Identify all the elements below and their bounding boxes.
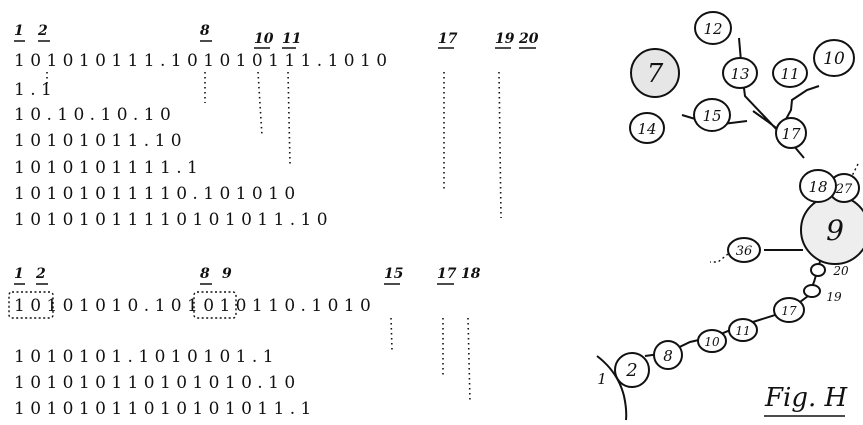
bottom-row: 1 0 1 0 1 0 1 0 . 1 0 1 0 1 0 1 1 0 . 1 … xyxy=(14,296,371,316)
top-header: 20 xyxy=(518,31,539,47)
tree-label: 27 xyxy=(835,182,853,197)
tree-node-19 xyxy=(804,285,820,297)
tree-node-20 xyxy=(811,264,825,276)
bottom-header: 2 xyxy=(35,266,46,282)
bottom-header: 9 xyxy=(222,266,232,282)
bottom-header: 17 xyxy=(437,266,457,282)
bottom-header: 1 xyxy=(14,266,24,282)
tree-label: 11 xyxy=(735,324,750,338)
top-row: 1 0 . 1 0 . 1 0 . 1 0 xyxy=(14,105,171,125)
tree-label: 10 xyxy=(704,335,720,349)
bottom-row: 1 0 1 0 1 0 1 1 0 1 0 1 0 1 0 . 1 0 xyxy=(14,373,295,393)
tree-label: 36 xyxy=(736,244,753,259)
tree-label: 19 xyxy=(826,290,842,304)
tree-label: 17 xyxy=(781,304,797,318)
top-header-underlines xyxy=(14,41,536,48)
tree-label: 8 xyxy=(663,347,673,365)
tree-label: 9 xyxy=(826,214,844,247)
tree-label: 12 xyxy=(703,20,722,38)
top-row: 1 0 1 0 1 0 1 1 1 1 0 . 1 0 1 0 1 0 xyxy=(14,184,295,204)
top-row: 1 0 1 0 1 0 1 1 . 1 0 xyxy=(14,131,182,151)
bottom-header: 18 xyxy=(461,266,481,282)
tree-label: 17 xyxy=(781,125,801,143)
bottom-binary-block: 1 2 8 9 15 17 18 1 0 1 0 1 0 1 0 . 1 0 1… xyxy=(9,266,481,419)
top-row: 1 0 1 0 1 0 1 1 1 1 . 1 xyxy=(14,158,198,178)
top-row: 1 0 1 0 1 0 1 1 1 1 0 1 0 1 0 1 1 . 1 0 xyxy=(14,210,328,230)
figure-caption-group: Fig. H xyxy=(764,383,849,416)
top-header: 19 xyxy=(495,31,515,47)
top-header: 1 xyxy=(14,23,24,39)
tree-label: 20 xyxy=(832,264,849,278)
tree-label: 1 xyxy=(597,370,607,388)
figure-caption: Fig. H xyxy=(764,383,849,413)
tree-label: 14 xyxy=(637,120,656,138)
top-binary-block: 1 2 8 10 11 17 19 20 1 0 1 0 1 0 1 1 1 .… xyxy=(14,23,539,230)
bottom-dotted-guides xyxy=(391,318,470,402)
bottom-header: 8 xyxy=(200,266,210,282)
hairline-stub xyxy=(710,254,728,262)
bottom-headers: 1 2 8 9 15 17 18 xyxy=(14,266,481,282)
tree-label: 10 xyxy=(823,49,845,69)
bottom-header: 15 xyxy=(384,266,403,282)
tree-label: 18 xyxy=(808,178,827,196)
top-row: 1 . 1 xyxy=(14,80,52,100)
bottom-row: 1 0 1 0 1 0 1 1 0 1 0 1 0 1 0 1 1 . 1 xyxy=(14,399,311,419)
top-header: 11 xyxy=(282,31,301,47)
top-header: 2 xyxy=(37,23,48,39)
top-row: 1 0 1 0 1 0 1 1 1 . 1 0 1 0 1 0 1 1 1 . … xyxy=(14,51,387,71)
tree-label: 15 xyxy=(702,107,721,125)
tree-label: 13 xyxy=(730,65,749,83)
top-header: 17 xyxy=(438,31,458,47)
tree-label: 7 xyxy=(647,59,664,89)
tree-label: 11 xyxy=(780,65,799,83)
bottom-row: 1 0 1 0 1 0 1 . 1 0 1 0 1 0 1 . 1 xyxy=(14,347,274,367)
tree-label: 2 xyxy=(625,360,637,381)
top-headers: 1 2 8 10 11 17 19 20 xyxy=(14,23,539,47)
top-header: 8 xyxy=(200,23,210,39)
top-header: 10 xyxy=(254,31,274,47)
